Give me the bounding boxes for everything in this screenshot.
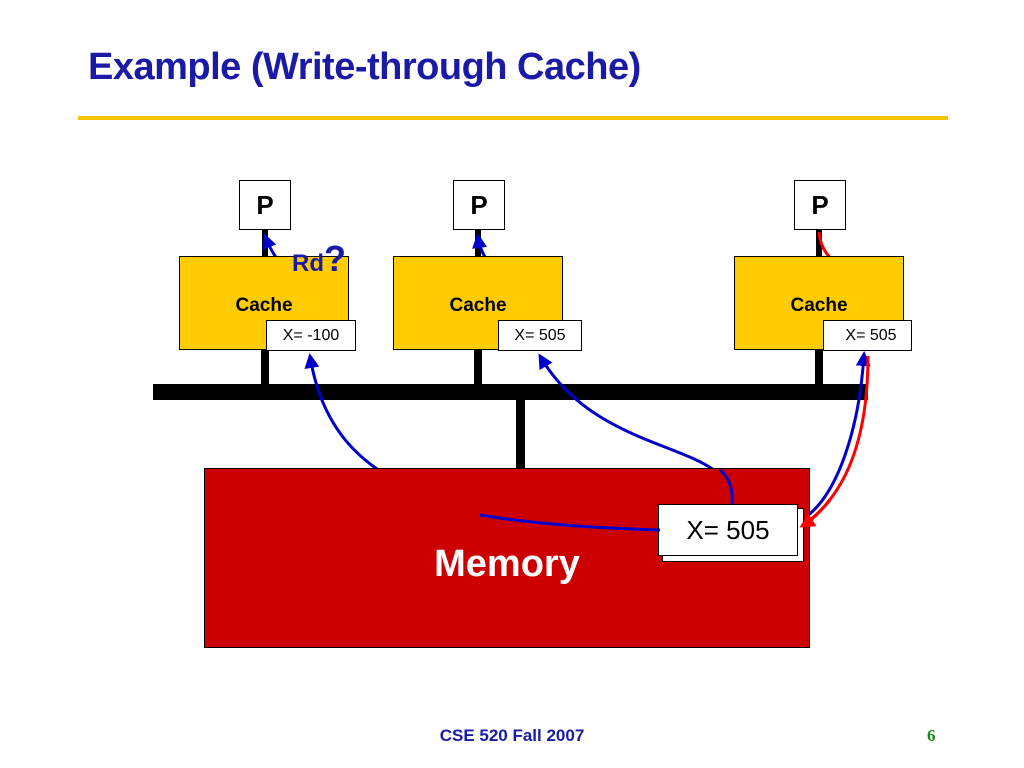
mem-to-cache3-arrow bbox=[797, 351, 871, 524]
cache-3-value: X= 505 bbox=[830, 320, 912, 351]
memory-label: Memory bbox=[434, 543, 580, 585]
cache-3-label: Cache bbox=[790, 295, 848, 316]
memory-value: X= 505 bbox=[658, 504, 798, 556]
mem-arrow-segment-red bbox=[799, 499, 832, 528]
title-underline bbox=[78, 116, 948, 120]
cache-1-label: Cache bbox=[235, 295, 293, 316]
cache-2-value: X= 505 bbox=[498, 320, 582, 351]
cache-1-value: X= -100 bbox=[266, 320, 356, 351]
processor-1: P bbox=[239, 180, 291, 230]
read-annotation-question: ? bbox=[324, 238, 346, 279]
system-bus bbox=[153, 384, 868, 400]
mem-arrow-segment-blue-2 bbox=[719, 468, 734, 505]
cache-2-label: Cache bbox=[449, 295, 507, 316]
processor-3: P bbox=[794, 180, 846, 230]
mem-arrow-segment-blue-1 bbox=[479, 513, 661, 532]
page-number: 6 bbox=[927, 726, 936, 745]
read-annotation: Rd? bbox=[292, 238, 346, 280]
footer-course: CSE 520 Fall 2007 bbox=[439, 726, 585, 745]
processor-2: P bbox=[453, 180, 505, 230]
slide-title: Example (Write-through Cache) bbox=[88, 46, 641, 88]
memory-bus-link bbox=[516, 398, 525, 470]
read-annotation-text: Rd bbox=[292, 250, 324, 277]
cache-3-value-shadow bbox=[823, 320, 831, 351]
